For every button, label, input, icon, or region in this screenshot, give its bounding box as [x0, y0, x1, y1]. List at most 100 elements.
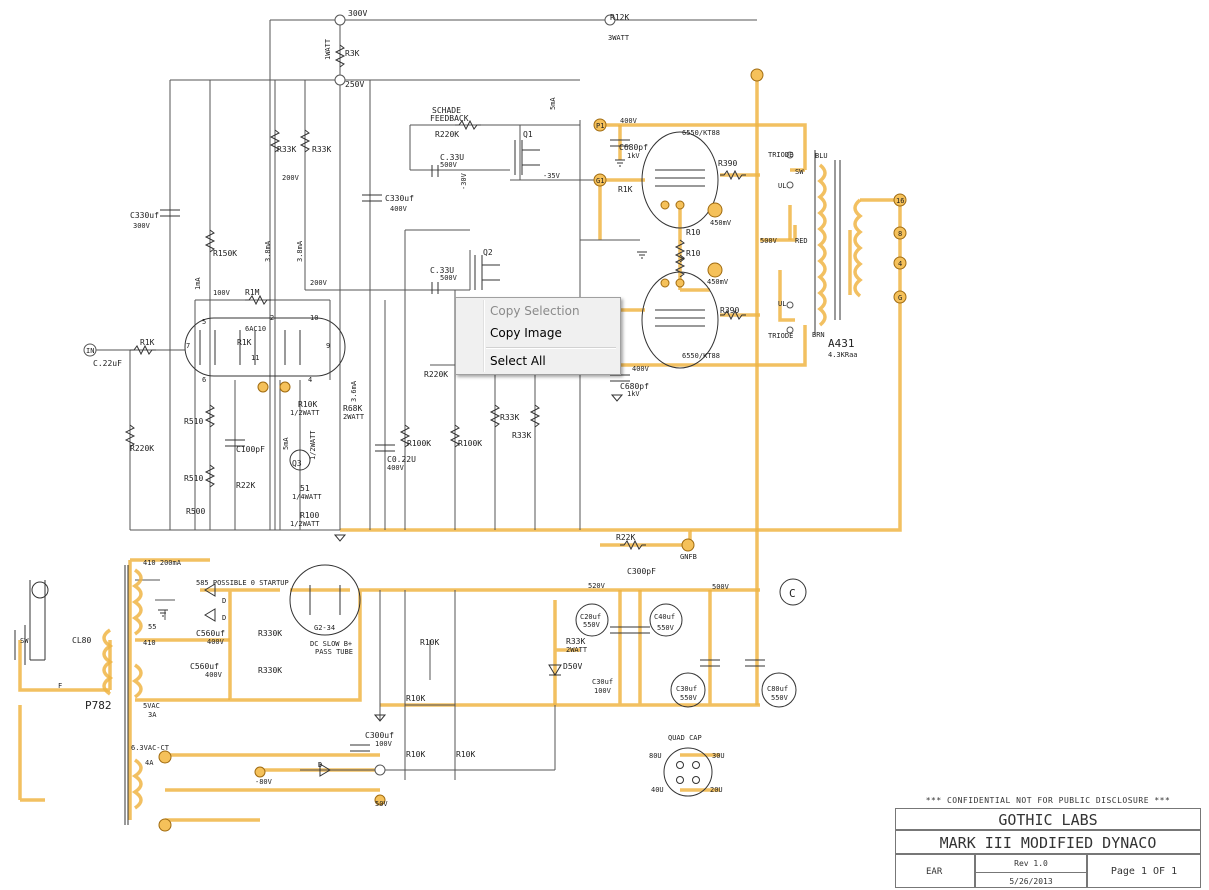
label: 51 [300, 484, 310, 493]
label: R500 [186, 507, 205, 516]
label: D [318, 761, 322, 769]
label: R330K [258, 666, 282, 675]
menu-item-copy-selection[interactable]: Copy Selection [490, 304, 580, 318]
label: 550V [680, 694, 698, 702]
label: 1kV [627, 390, 640, 398]
label: 1WATT [324, 38, 332, 60]
label: R10K [456, 750, 475, 759]
label: 450mV [710, 219, 732, 227]
label: R3K [345, 49, 360, 58]
label: C330uf [130, 211, 159, 220]
label: 520V [588, 582, 606, 590]
label: C.33U [440, 153, 464, 162]
label: 100V [213, 289, 231, 297]
label: 20U [710, 786, 723, 794]
label: R220K [424, 370, 448, 379]
label: GNFB [680, 553, 697, 561]
label: R10 [686, 228, 701, 237]
title-block: *** CONFIDENTIAL NOT FOR PUBLIC DISCLOSU… [895, 796, 1201, 888]
label: QUAD CAP [668, 734, 702, 742]
nodes [83, 14, 907, 832]
label: 300V [348, 9, 367, 18]
label: 400V [207, 638, 225, 646]
label: 4A [145, 759, 154, 767]
label: 400V [620, 117, 638, 125]
label: C.33U [430, 266, 454, 275]
label: D [222, 597, 226, 605]
label: R33K [566, 637, 585, 646]
revision-number: Rev 1.0 [976, 855, 1086, 873]
label: 9 [326, 342, 330, 350]
label: 55 [148, 623, 156, 631]
label: R33K [277, 145, 296, 154]
label: 16 [896, 197, 904, 205]
label: 500V [760, 237, 778, 245]
confidential-notice: *** CONFIDENTIAL NOT FOR PUBLIC DISCLOSU… [925, 796, 1171, 805]
label: PASS TUBE [315, 648, 353, 656]
label: 1mA [194, 277, 202, 290]
label: C680pf [619, 143, 648, 152]
label: RED [795, 237, 808, 245]
label: 100V [375, 740, 393, 748]
wiring [95, 19, 757, 780]
label: R150K [213, 249, 237, 258]
label: 30U [712, 752, 725, 760]
label: 50V [375, 800, 388, 808]
label: BRN [812, 331, 825, 339]
label: 500V [712, 583, 730, 591]
label: 5VAC [143, 702, 160, 710]
label: C [789, 587, 796, 600]
label: A431 [828, 337, 855, 350]
label: R1K [618, 185, 633, 194]
label: C300pF [627, 567, 656, 576]
label: 2WATT [343, 413, 365, 421]
label: R68K [343, 404, 362, 413]
author-field: EAR [895, 854, 975, 888]
label: 1kV [627, 152, 640, 160]
label: 250V [345, 80, 364, 89]
label: 585 POSSIBLE 0 STARTUP [196, 579, 289, 587]
label: 200V [310, 279, 328, 287]
label: R10K [406, 750, 425, 759]
label: 400V [387, 464, 405, 472]
label: Q2 [483, 248, 493, 257]
label: R10K [420, 638, 439, 647]
label: C40uf [654, 613, 675, 621]
menu-item-copy-image[interactable]: Copy Image [490, 326, 562, 340]
label: R22K [616, 533, 635, 542]
label: Q3 [292, 459, 302, 468]
label: C330uf [385, 194, 414, 203]
label: G2-34 [314, 624, 335, 632]
label: 410 [143, 639, 156, 647]
label: DC SLOW B+ [310, 640, 352, 648]
label: C560uf [196, 629, 225, 638]
label: G1 [596, 177, 604, 185]
label: 11 [251, 354, 259, 362]
label: D [222, 614, 226, 622]
label: -30V [460, 172, 468, 190]
label: 6 [202, 376, 206, 384]
label: R1K [237, 338, 252, 347]
label: SCHADE [432, 106, 461, 115]
label: R100K [407, 439, 431, 448]
label: 500V [440, 274, 458, 282]
components [14, 44, 863, 825]
company-name: GOTHIC LABS [895, 808, 1201, 830]
label: 6.3VAC-CT [131, 744, 170, 752]
label: 10 [310, 314, 318, 322]
label: R1K [140, 338, 155, 347]
revision-cell: Rev 1.0 5/26/2013 [975, 854, 1087, 888]
label: 100V [594, 687, 612, 695]
label: 550V [583, 621, 601, 629]
menu-item-select-all[interactable]: Select All [490, 354, 546, 368]
label: C.22uF [93, 359, 122, 368]
schematic-labels: 300V R12K 3WATT 1WATT R3K 250V SCHADE FE… [20, 9, 904, 808]
label: C560uf [190, 662, 219, 671]
menu-separator [486, 347, 616, 349]
label: 6550/KT88 [682, 352, 720, 360]
label: 5mA [549, 97, 557, 110]
label: -80V [255, 778, 273, 786]
label: R10K [298, 400, 317, 409]
label: IN [86, 347, 94, 355]
